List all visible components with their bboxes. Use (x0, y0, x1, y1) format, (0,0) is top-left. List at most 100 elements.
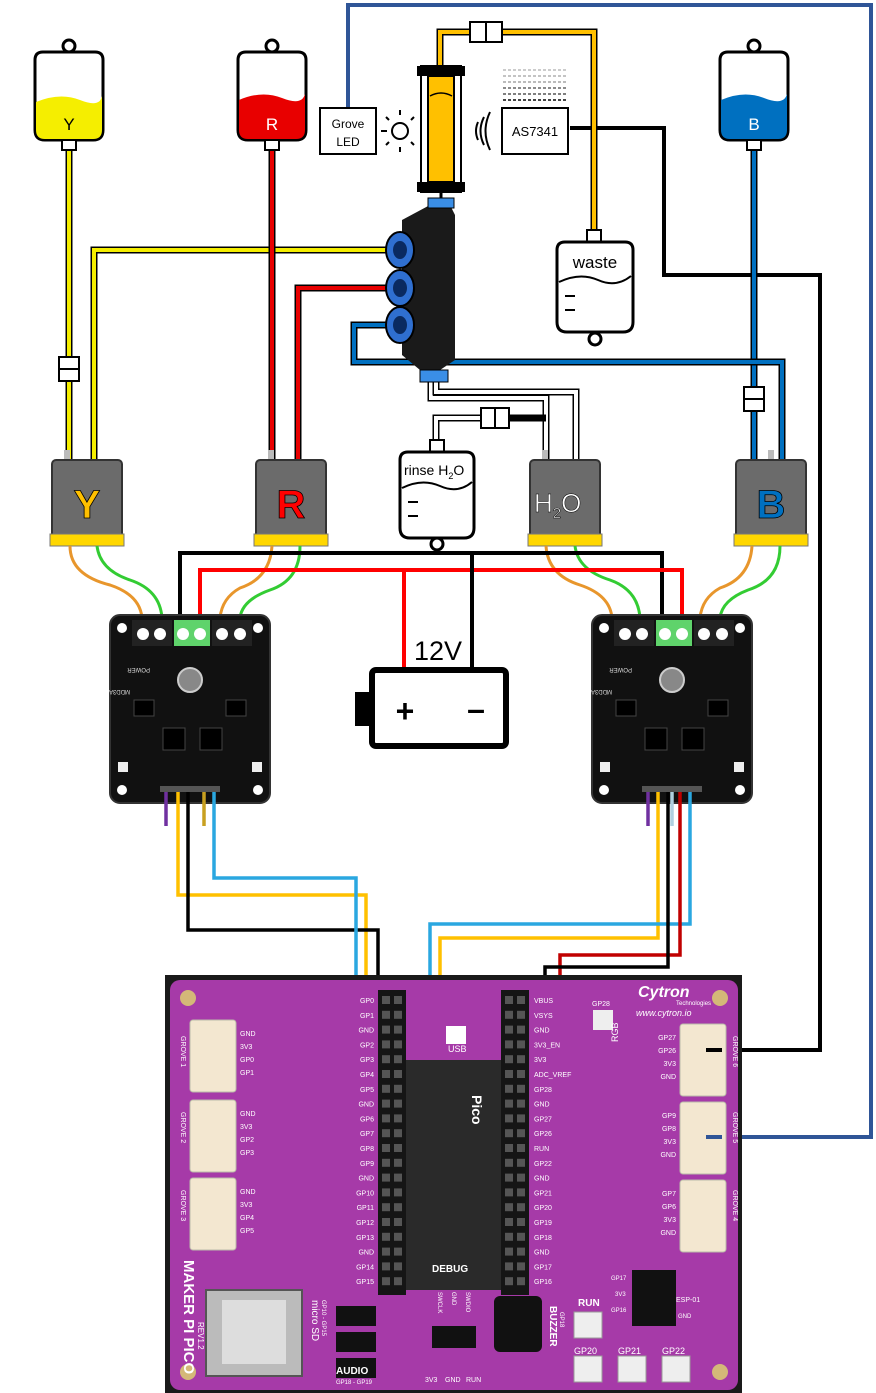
svg-text:H2O: H2O (534, 488, 581, 522)
pump-water: H2O (527, 450, 603, 547)
svg-text:3V3: 3V3 (425, 1377, 438, 1384)
motor-driver-left: POWER MDD3A (109, 614, 271, 804)
svg-text:GROVE 5: GROVE 5 (731, 1112, 738, 1143)
header-pin (505, 1232, 513, 1241)
pin-label-left: GP10 (356, 1190, 374, 1197)
svg-text:3V3: 3V3 (615, 1292, 626, 1298)
svg-text:POWER: POWER (127, 666, 150, 672)
header-pin (382, 1203, 390, 1212)
header-pin (505, 1114, 513, 1123)
pin-label-left: GP13 (356, 1235, 374, 1242)
header-pin (382, 1114, 390, 1123)
brand-logo: Cytron (638, 984, 690, 1001)
pin-label-right: GND (534, 1102, 550, 1109)
header-pin (394, 1025, 402, 1034)
header-pin (382, 1070, 390, 1078)
header-pin (394, 1040, 402, 1049)
header-pin (382, 1247, 390, 1256)
header-pin (382, 1025, 390, 1034)
pin-label-right: ADC_VREF (534, 1072, 571, 1079)
header-pin (394, 1129, 402, 1138)
header-pin (505, 1173, 513, 1182)
battery-minus: – (467, 691, 485, 727)
header-pin (517, 996, 525, 1004)
pin-label-right: GND (534, 1028, 550, 1035)
tube-coupler-yellow (58, 356, 80, 382)
header-pin (517, 1055, 525, 1064)
header-pin (394, 1144, 402, 1152)
svg-text:Pico: Pico (469, 1095, 485, 1125)
reservoir-waste: waste (555, 229, 635, 347)
signal-icon (475, 111, 491, 151)
grove-pin-label: GP1 (240, 1070, 254, 1077)
grove-pin-label: 3V3 (664, 1061, 677, 1068)
light-bulb-icon (381, 110, 415, 152)
header-pin (382, 1277, 390, 1286)
maker-pi-pico-board (165, 975, 742, 1393)
grove-pin-label: GP2 (240, 1137, 254, 1144)
header-pin (505, 1070, 513, 1078)
header-pin (394, 996, 402, 1004)
motor-leads (68, 545, 782, 619)
header-pin (517, 1040, 525, 1049)
header-pin (505, 1040, 513, 1049)
header-pin (505, 1158, 513, 1167)
header-pin (517, 1025, 525, 1034)
header-pin (505, 1010, 513, 1019)
svg-text:rinse H2O: rinse H2O (404, 462, 464, 481)
header-pin (382, 1232, 390, 1241)
grove-pin-label: GND (240, 1031, 256, 1038)
svg-text:MDD3A: MDD3A (109, 688, 130, 694)
pin-label-left: GP6 (360, 1116, 374, 1123)
flow-cell (417, 65, 465, 206)
svg-text:POWER: POWER (609, 666, 632, 672)
grove-pin-label: GP9 (662, 1113, 676, 1120)
header-pin (382, 1218, 390, 1226)
grove-pin-label: GP0 (240, 1057, 254, 1064)
grove-pin-label: 3V3 (240, 1044, 253, 1051)
header-pin (382, 1129, 390, 1138)
header-pin (382, 1084, 390, 1093)
grove-pin-label: GND (660, 1074, 676, 1081)
svg-text:LED: LED (336, 135, 360, 149)
wire-as7341 (570, 126, 822, 1052)
pin-label-left: GP3 (360, 1057, 374, 1064)
battery: 12V + – (355, 636, 509, 749)
header-pin (394, 1277, 402, 1286)
svg-text:www.cytron.io: www.cytron.io (636, 1008, 692, 1018)
header-pin (394, 1055, 402, 1064)
reservoir-yellow-label: Y (63, 115, 74, 134)
svg-text:BUZZER: BUZZER (547, 1306, 558, 1347)
board-labels: Cytron Technologies www.cytron.io MAKER … (179, 984, 738, 1386)
header-pin (382, 1040, 390, 1049)
pump-water-label: H (534, 488, 553, 518)
pump-yellow: Y (49, 450, 125, 547)
header-pin (382, 1010, 390, 1019)
svg-text:micro SD: micro SD (309, 1300, 320, 1341)
header-pin (505, 1188, 513, 1197)
svg-text:ESP-01: ESP-01 (676, 1297, 700, 1304)
pin-label-right: GP17 (534, 1264, 552, 1271)
pin-label-left: GND (358, 1176, 374, 1183)
rinse-label-end: O (453, 462, 464, 478)
pin-label-right: GP22 (534, 1161, 552, 1168)
pump-yellow-label: Y (74, 483, 101, 527)
pin-label-right: GP16 (534, 1279, 552, 1286)
grove-pin-label: GP5 (240, 1228, 254, 1235)
grove-pin-label: GP8 (662, 1126, 676, 1133)
svg-text:GP28: GP28 (592, 1001, 610, 1008)
header-pin (394, 1070, 402, 1078)
header-pin (517, 1084, 525, 1093)
header-pin (517, 1173, 525, 1182)
pin-labels: GP0GP1GNDGP2GP3GP4GP5GNDGP6GP7GP8GP9GNDG… (240, 996, 676, 1286)
svg-text:GP18: GP18 (558, 1312, 564, 1328)
header-pin (505, 1262, 513, 1271)
grove-pin-label: GP27 (658, 1035, 676, 1042)
svg-text:USB: USB (448, 1044, 467, 1054)
header-pin (505, 1144, 513, 1152)
motor-driver-right: POWER MDD3A (591, 614, 753, 804)
rinse-label-sub: 2 (448, 471, 453, 481)
tube-coupler-blue (743, 386, 765, 412)
header-pin (382, 1262, 390, 1271)
